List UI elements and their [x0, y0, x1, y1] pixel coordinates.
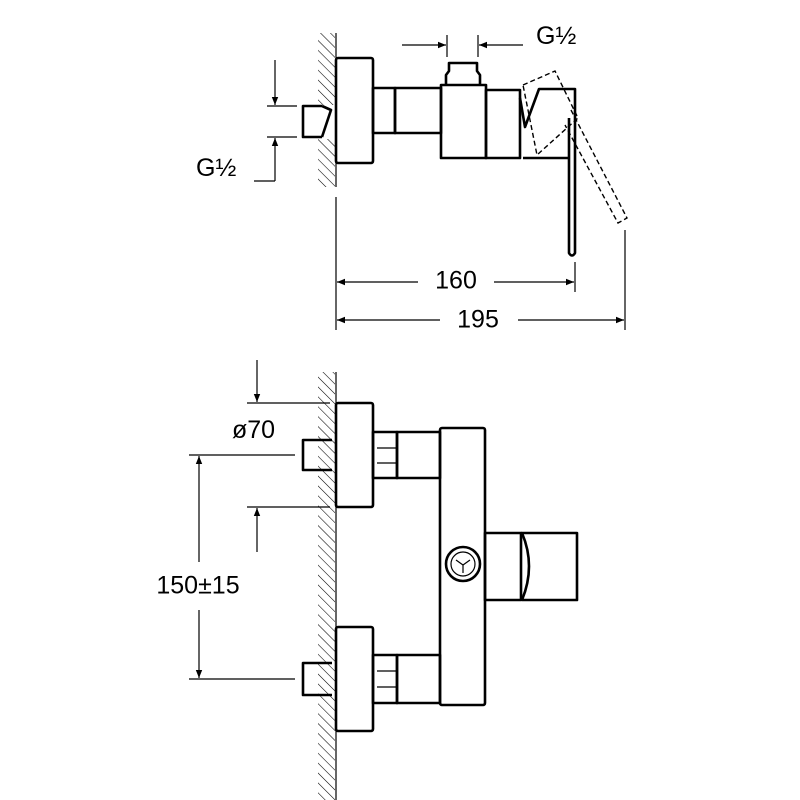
outlet-ring-outer	[444, 545, 482, 583]
wall-hatch-top	[318, 33, 335, 105]
wall-hatch-front	[318, 372, 335, 800]
lever-open-position	[522, 70, 628, 224]
connector-lower	[371, 653, 399, 705]
inlet-pipe-lower	[301, 661, 332, 697]
dim-thread-top-label: G½	[536, 22, 576, 50]
wall-flange-upper	[334, 401, 375, 509]
cartridge-housing-front	[483, 531, 523, 602]
outlet-ring-inner	[450, 551, 476, 577]
arm-lower	[395, 653, 442, 705]
dim-dia-label: ø70	[232, 416, 275, 444]
body-tube	[393, 86, 443, 135]
inlet-pipe-top	[301, 104, 333, 139]
lever-handle	[518, 87, 577, 257]
dim-160-label: 160	[435, 267, 477, 295]
dim-centres-label: 150±15	[156, 572, 239, 600]
lever-front	[520, 531, 579, 602]
dim-195-label: 195	[457, 306, 499, 334]
connector-upper	[371, 430, 399, 480]
inlet-pipe-upper	[301, 438, 332, 472]
dim-thread-side-label: G½	[196, 154, 236, 182]
cartridge-housing	[484, 88, 522, 160]
wall-flange-lower	[334, 625, 375, 733]
wall-flange-top	[334, 56, 375, 165]
arm-upper	[395, 430, 442, 480]
body-connector	[371, 86, 397, 135]
outlet-nipple	[444, 61, 482, 85]
outlet-symbol	[455, 559, 471, 573]
valve-block	[439, 83, 488, 160]
top-view: G½ G½ 160 195	[196, 22, 628, 334]
front-view: ø70 150±15	[156, 360, 579, 800]
wall-hatch-top-lower	[318, 139, 335, 187]
